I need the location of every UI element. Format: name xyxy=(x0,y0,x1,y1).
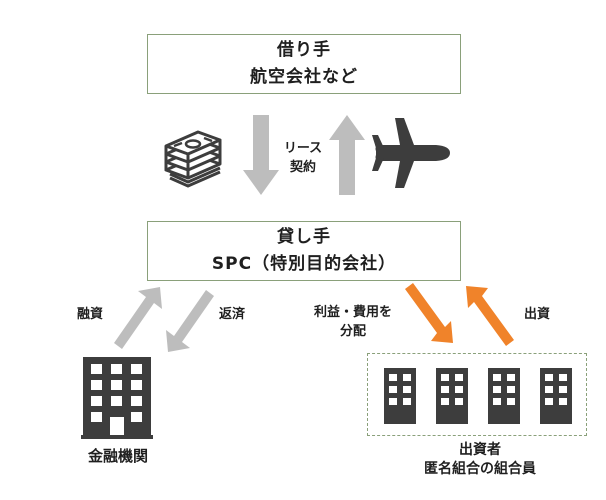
office-building-icon xyxy=(81,357,153,439)
lessor-box: 貸し手 SPC（特別目的会社） xyxy=(147,221,461,281)
distribution-down-arrow xyxy=(405,283,453,343)
investment-up-arrow xyxy=(466,286,514,346)
lease-down-arrow xyxy=(243,115,279,195)
building-icon xyxy=(384,368,572,424)
distribution-line1: 利益・費用を xyxy=(313,305,392,320)
lessee-title: 借り手 xyxy=(277,40,331,60)
distribution-label: 利益・費用を 分配 xyxy=(303,303,403,341)
loan-up-arrow xyxy=(114,287,162,349)
lease-contract-line1: リース xyxy=(283,141,323,156)
lease-contract-label: リース 契約 xyxy=(274,139,332,177)
repayment-down-arrow xyxy=(166,290,214,352)
investors-label: 出資者 匿名組合の組合員 xyxy=(400,441,560,479)
lessor-subtitle: SPC（特別目的会社） xyxy=(211,254,397,274)
airplane-icon xyxy=(372,118,450,188)
investors-line1: 出資者 xyxy=(459,442,501,458)
lease-up-arrow xyxy=(329,115,365,195)
loan-label: 融資 xyxy=(76,307,103,322)
lessee-box: 借り手 航空会社など xyxy=(147,34,461,94)
distribution-line2: 分配 xyxy=(339,324,366,339)
repayment-label: 返済 xyxy=(218,307,245,322)
lease-contract-line2: 契約 xyxy=(289,160,316,175)
cash-stack-icon xyxy=(164,130,222,188)
lessee-subtitle: 航空会社など xyxy=(250,67,358,87)
investors-box xyxy=(367,353,587,436)
lessor-title: 貸し手 xyxy=(277,227,331,247)
investment-label: 出資 xyxy=(523,307,550,322)
investors-line2: 匿名組合の組合員 xyxy=(424,461,536,477)
bank-label: 金融機関 xyxy=(87,447,148,465)
